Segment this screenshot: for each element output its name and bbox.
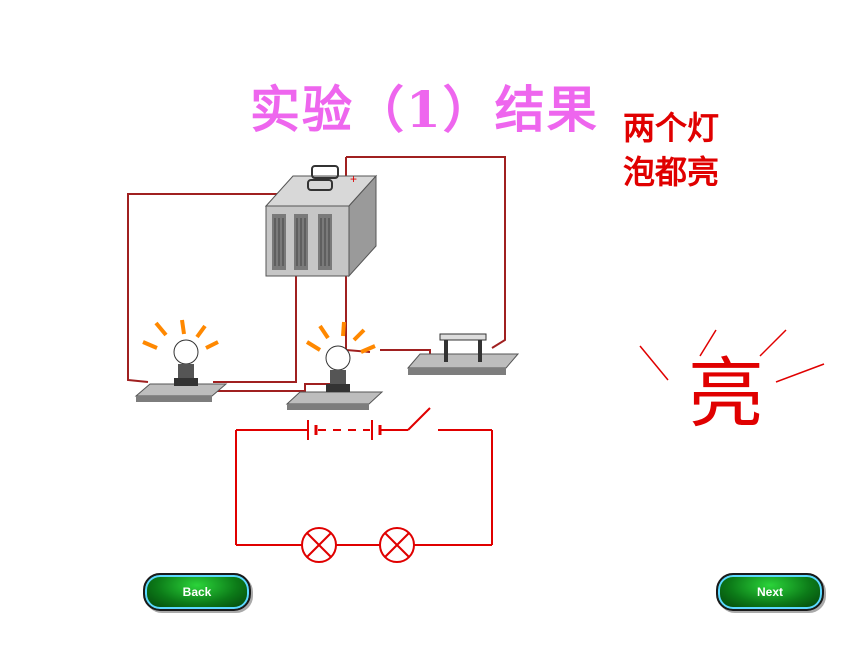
lamp-symbol-icon-2 [379, 527, 415, 563]
svg-text:+: + [350, 172, 357, 186]
battery-icon: + [264, 165, 378, 278]
result-note-line1: 两个灯 [623, 109, 720, 147]
next-button[interactable]: Next [716, 573, 824, 611]
circuit-schematic [235, 407, 493, 563]
result-note-line2: 泡都亮 [623, 153, 720, 191]
back-button-label: Back [182, 585, 212, 599]
bright-label: 亮 [688, 349, 764, 438]
back-button[interactable]: Back [143, 573, 251, 611]
slide-title: 实验（1）结果 [250, 80, 599, 139]
next-button-label: Next [756, 585, 783, 599]
lamp-symbol-icon [301, 527, 337, 563]
bulb-icon-middle [285, 321, 384, 410]
bulb-icon-left [134, 319, 228, 402]
bright-rays-icon [639, 329, 825, 383]
result-note: 两个灯 泡都亮 [623, 106, 719, 194]
switch-icon [406, 333, 520, 375]
